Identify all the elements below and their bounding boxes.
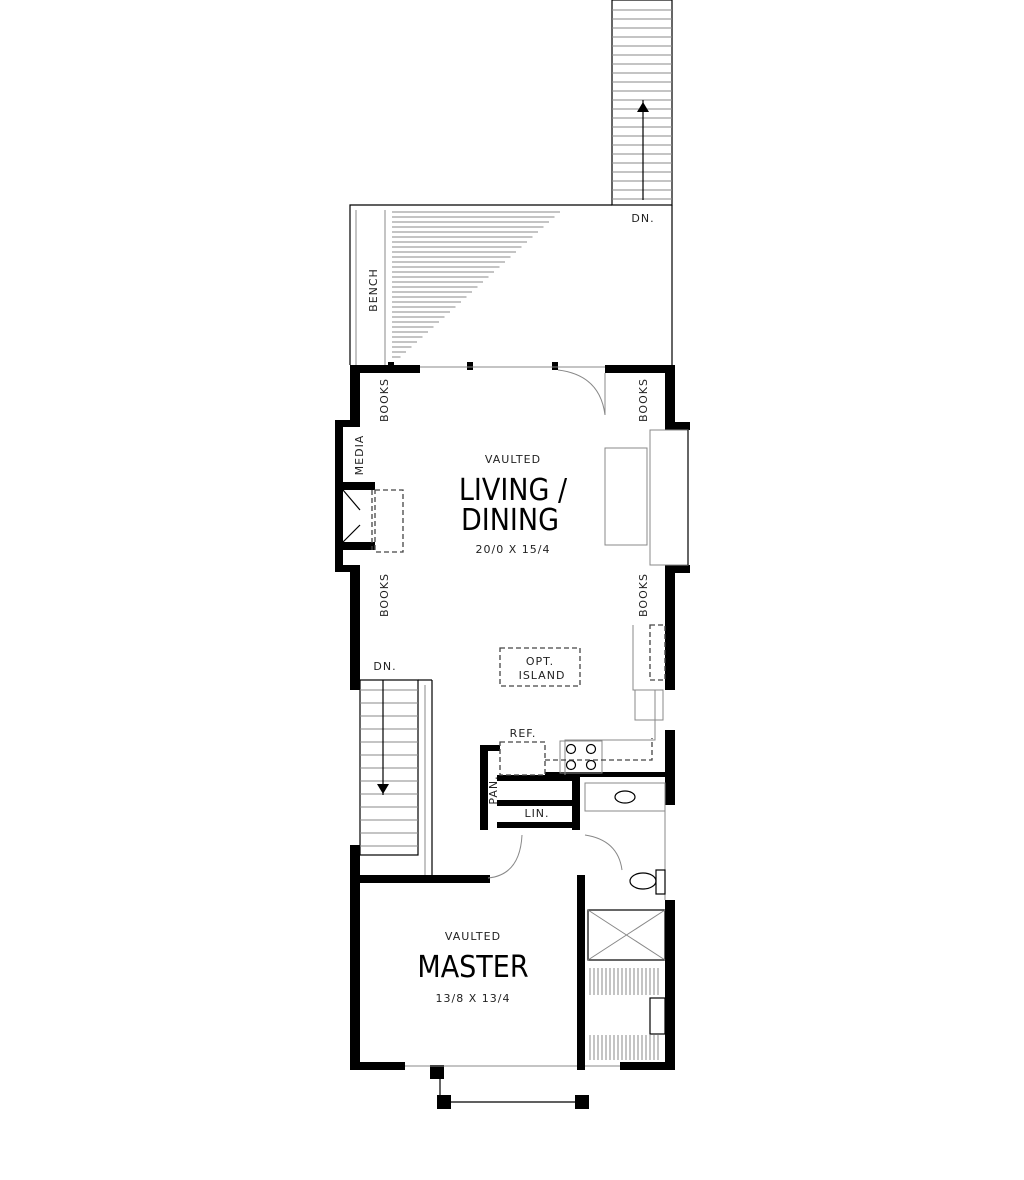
island-label: ISLAND bbox=[519, 669, 566, 682]
living-ceiling-label: VAULTED bbox=[485, 453, 541, 466]
built-in-cabinet bbox=[604, 447, 648, 546]
island-label: OPT. bbox=[526, 655, 554, 668]
arrow-down-icon bbox=[377, 784, 389, 794]
sink-icon bbox=[634, 689, 664, 721]
arrow-up-icon bbox=[637, 102, 649, 112]
books-label: BOOKS bbox=[637, 378, 650, 422]
books-label: BOOKS bbox=[378, 378, 391, 422]
refrigerator-label: REF. bbox=[510, 727, 537, 740]
interior-stair bbox=[359, 679, 433, 875]
kitchen bbox=[499, 624, 666, 776]
lavatory-icon bbox=[614, 790, 636, 804]
bench-label: BENCH bbox=[367, 268, 380, 312]
bathroom bbox=[487, 782, 666, 1060]
linen-label: LIN. bbox=[524, 807, 549, 820]
books-label: BOOKS bbox=[637, 573, 650, 617]
top-stair-label: DN. bbox=[631, 212, 654, 225]
dining-room-name: DINING bbox=[461, 503, 559, 538]
refrigerator bbox=[499, 741, 546, 776]
door-swing bbox=[557, 369, 606, 416]
living-room-name: LIVING / bbox=[459, 473, 568, 508]
master-room-name: MASTER bbox=[417, 950, 528, 985]
cooktop-icon bbox=[559, 740, 603, 774]
stair-label: DN. bbox=[373, 660, 396, 673]
shower bbox=[587, 909, 666, 961]
hearth bbox=[374, 489, 404, 553]
walls bbox=[335, 362, 690, 1109]
optional-island bbox=[499, 647, 581, 687]
toilet-icon bbox=[629, 872, 657, 890]
master-dimensions: 13/8 X 13/4 bbox=[436, 992, 511, 1005]
exterior-stair bbox=[611, 0, 673, 206]
pantry-label: PAN. bbox=[487, 775, 500, 804]
master-ceiling-label: VAULTED bbox=[445, 930, 501, 943]
media-label: MEDIA bbox=[353, 435, 366, 476]
books-label: BOOKS bbox=[378, 573, 391, 617]
deck bbox=[349, 204, 673, 365]
living-dimensions: 20/0 X 15/4 bbox=[476, 543, 551, 556]
